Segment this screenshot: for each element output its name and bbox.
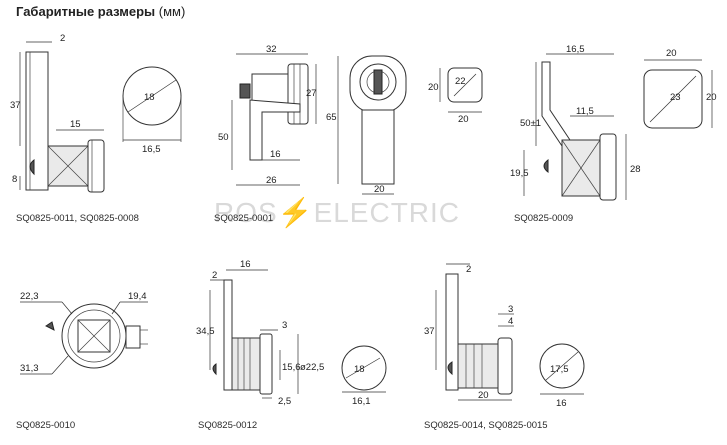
caption-sq0825-0001: SQ0825-0001	[214, 213, 274, 224]
lock-body	[457, 343, 499, 389]
dim-d1-bottom: 8	[12, 174, 17, 185]
caption-sq0825-0010: SQ0825-0010	[16, 420, 76, 431]
dim-d5-top: 2	[212, 270, 217, 281]
caption-sq0825-0009: SQ0825-0009	[514, 213, 574, 224]
drawing-sq0825-0011	[19, 41, 182, 193]
dim-d5-face-diag: 18	[354, 364, 365, 375]
dim-d4-left-top: 22,3	[20, 291, 39, 302]
cam-plate	[223, 279, 233, 391]
dim-d3-height: 28	[630, 164, 641, 175]
dim-d4-right-top: 19,4	[128, 291, 147, 302]
dim-d4-left-bottom: 31,3	[20, 363, 39, 374]
dim-d5-step: 3	[282, 320, 287, 331]
dim-d3-sq-diag: 23	[670, 92, 681, 103]
cam-front	[361, 109, 395, 185]
dim-d2-key-diag: 22	[455, 76, 466, 87]
drawing-sq0825-0014	[435, 263, 585, 401]
dim-d5-face-w: 16,1	[352, 396, 371, 407]
lock-bezel	[259, 333, 273, 395]
dim-d1-height: 37	[10, 100, 21, 111]
dim-d6-face-diag: 17,5	[550, 364, 569, 375]
dim-d6-step2: 4	[508, 316, 513, 327]
dim-d2-key-w: 20	[458, 114, 469, 125]
threaded-body	[231, 337, 261, 391]
dim-d3-step: 11,5	[576, 106, 594, 117]
cam-plate	[445, 273, 459, 391]
dim-d1-face-diag: 18	[144, 92, 155, 103]
dim-d6-top: 2	[466, 264, 471, 275]
title-text: Габаритные размеры	[16, 4, 156, 19]
dim-d2-front-width: 20	[374, 184, 385, 195]
dim-d6-height: 37	[424, 326, 435, 337]
drawing-sq0825-0012	[209, 269, 387, 399]
dim-d1-depth: 15	[70, 119, 81, 130]
face-circle	[341, 345, 387, 391]
dim-d5-bottom: 2,5	[278, 396, 291, 407]
caption-sq0825-0014: SQ0825-0014, SQ0825-0015	[424, 420, 548, 431]
cam	[249, 99, 301, 161]
dim-d2-height: 27	[306, 88, 317, 99]
lock-bezel	[497, 337, 513, 395]
drawing-sq0825-0009	[523, 53, 713, 201]
drawing-sq0825-0010	[20, 301, 148, 375]
dim-d3-cam-len: 50±1	[520, 118, 541, 129]
lightning-icon: ⚡	[277, 197, 314, 228]
cam	[541, 61, 571, 147]
title-unit: (мм)	[158, 4, 186, 19]
dim-d3-sq-h: 20	[706, 92, 717, 103]
dim-d6-face-w: 16	[556, 398, 567, 409]
dim-d1-top: 2	[60, 33, 65, 44]
dim-d2-cam-step: 16	[270, 149, 281, 160]
dim-d2-front-height: 65	[326, 112, 337, 123]
watermark-logo: ROS⚡ELECTRIC	[214, 196, 460, 229]
dim-d2-width: 32	[266, 44, 277, 55]
dim-d5-width: 16	[240, 259, 251, 270]
dim-d2-key-h: 20	[428, 82, 439, 93]
watermark-right: ELECTRIC	[313, 197, 461, 228]
lock-body	[251, 73, 291, 105]
caption-sq0825-0012: SQ0825-0012	[198, 420, 258, 431]
dim-d5-cam-len: 34,5	[196, 326, 215, 337]
dim-d2-cam-len: 50	[218, 132, 229, 143]
dim-d1-face-width: 16,5	[142, 144, 161, 155]
dim-d6-depth: 20	[478, 390, 489, 401]
dim-d5-thread: 15,6	[282, 362, 301, 373]
drawing-sq0825-0001	[231, 53, 483, 195]
lock-bezel	[87, 139, 105, 193]
dim-d2-cam-width: 26	[266, 175, 277, 186]
page-title: Габаритные размеры (мм)	[16, 4, 185, 19]
dim-d6-step1: 3	[508, 304, 513, 315]
dim-d5-diam: ø22,5	[300, 362, 324, 373]
lock-bezel	[287, 63, 309, 125]
dim-d3-width: 16,5	[566, 44, 585, 55]
lock-bezel	[599, 133, 617, 201]
dim-d3-sq-w: 20	[666, 48, 677, 59]
dim-d3-bottom: 19,5	[510, 168, 529, 179]
cam-plate	[25, 51, 49, 191]
watermark-left: ROS	[214, 197, 278, 228]
caption-sq0825-0011: SQ0825-0011, SQ0825-0008	[16, 213, 139, 224]
